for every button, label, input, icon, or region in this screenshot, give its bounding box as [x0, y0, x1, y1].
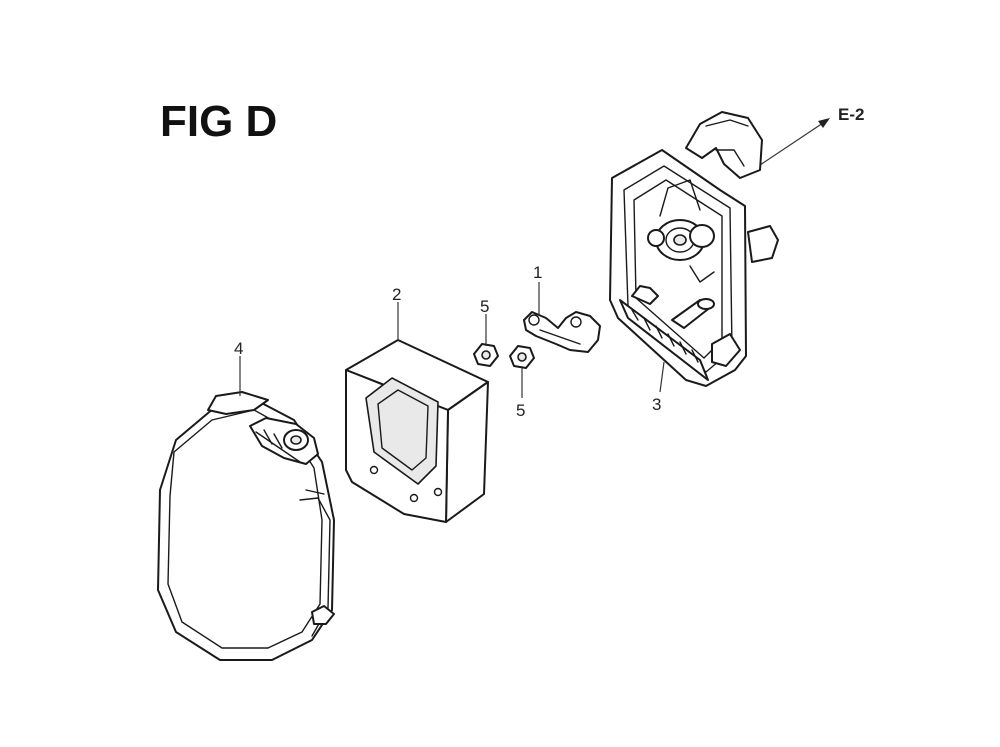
part-5-nut-a [473, 343, 499, 367]
part-5-nut-b [509, 345, 535, 369]
reference-label: E-2 [838, 105, 864, 124]
part-1-bracket [523, 311, 601, 353]
callout-1: 1 [533, 263, 542, 282]
figure-title: FIG D [160, 97, 277, 146]
callout-5b: 5 [516, 401, 525, 420]
callout-5a: 5 [480, 297, 489, 316]
part-2-filter-element [345, 339, 489, 523]
callout-4: 4 [234, 339, 243, 358]
part-4-air-cleaner-cover [157, 391, 335, 661]
callout-3: 3 [652, 395, 661, 414]
callout-2: 2 [392, 285, 401, 304]
leader-3 [659, 361, 665, 393]
part-3-air-cleaner-case [609, 111, 779, 387]
